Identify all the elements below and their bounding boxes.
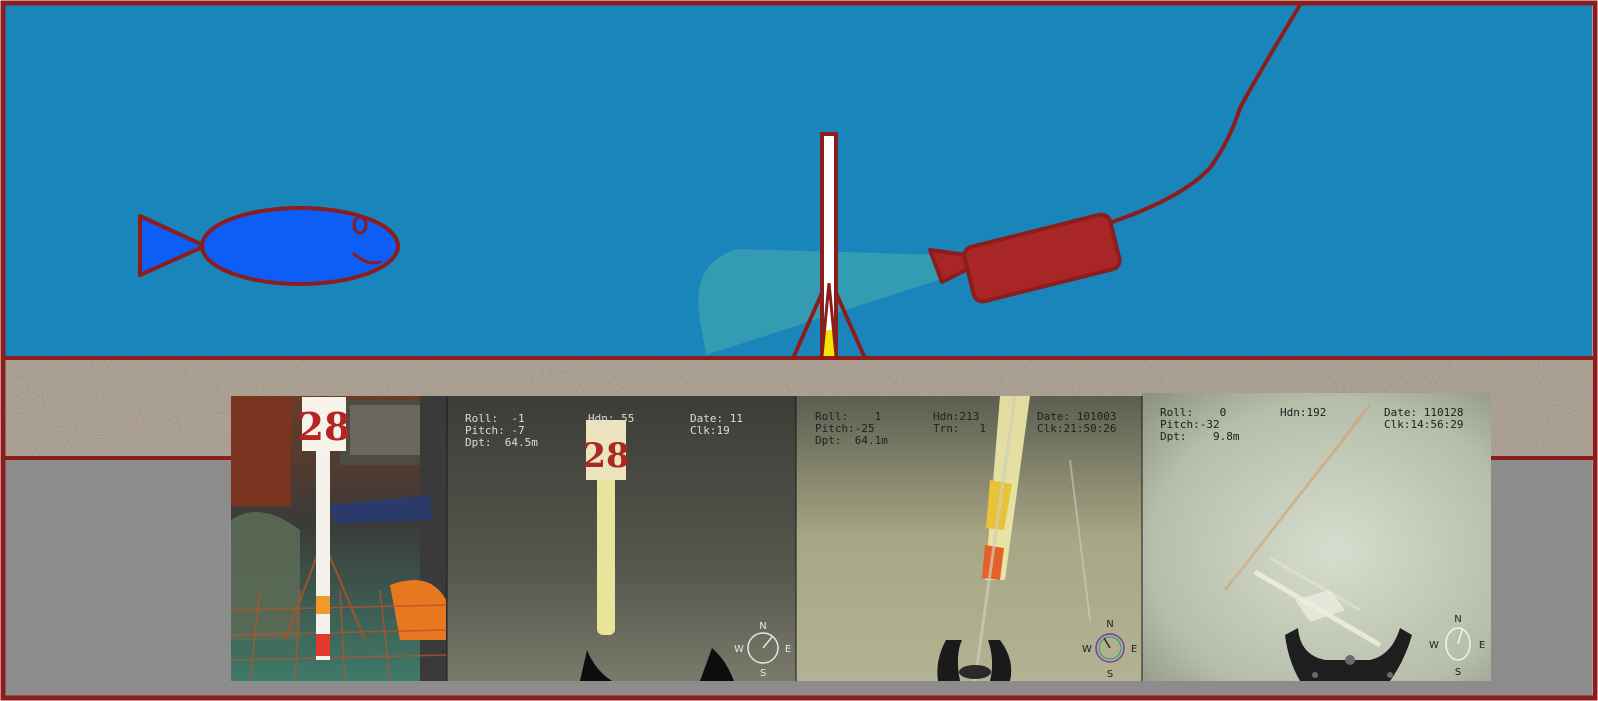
cam1-sign-number: 28 — [582, 436, 629, 476]
cam2-osd-clock: Clk:21:50:26 — [1037, 422, 1116, 435]
cam3-osd-depth: Dpt: 9.8m — [1160, 430, 1240, 443]
svg-text:S: S — [1455, 667, 1461, 678]
svg-text:S: S — [1107, 669, 1113, 680]
cam2-osd-depth: Dpt: 64.1m — [815, 434, 888, 447]
camera-photo-1: 28 Roll: -1 Pitch: -7 Dpt: 64.5m Hdn: 55… — [447, 396, 796, 681]
svg-text:E: E — [1131, 644, 1137, 655]
svg-text:W: W — [1429, 640, 1439, 651]
deck-sign-number: 28 — [298, 404, 351, 449]
camera-photo-2: Roll: 1 Pitch:-25 Dpt: 64.1m Hdn:213 Trn… — [796, 396, 1142, 681]
svg-text:E: E — [1479, 640, 1485, 651]
cam1-osd-heading: Hdn: 55 — [588, 412, 634, 425]
cam2-osd-turns: Trn: 1 — [933, 422, 986, 435]
deck-photo: 28 — [231, 396, 447, 681]
cam3-osd-heading: Hdn:192 — [1280, 406, 1326, 419]
svg-text:E: E — [785, 644, 791, 655]
cam1-osd-clock: Clk:19 — [690, 424, 730, 437]
svg-text:W: W — [1082, 644, 1092, 655]
cam3-osd-clock: Clk:14:56:29 — [1384, 418, 1463, 431]
svg-text:N: N — [1454, 614, 1461, 625]
svg-text:S: S — [760, 668, 766, 679]
camera-photo-3: Roll: 0 Pitch:-32 Dpt: 9.8m Hdn:192 Date… — [1142, 393, 1491, 681]
cam1-osd-depth: Dpt: 64.5m — [465, 436, 538, 449]
svg-text:N: N — [1106, 619, 1113, 630]
svg-text:W: W — [734, 644, 744, 655]
svg-text:N: N — [759, 621, 766, 632]
